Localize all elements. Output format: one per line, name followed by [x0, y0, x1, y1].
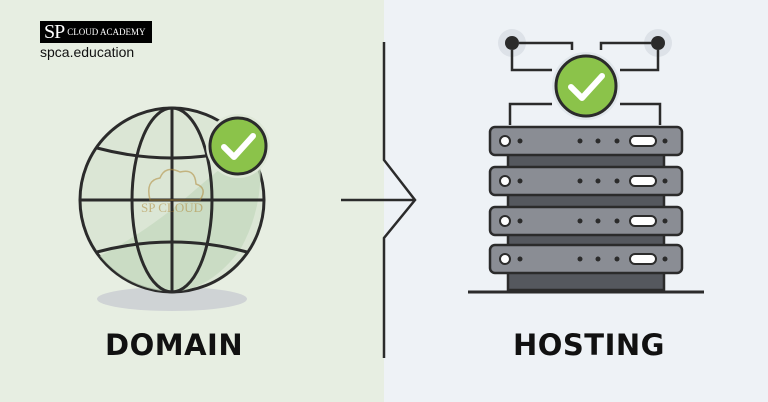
logo-name: CLOUD ACADEMY — [67, 21, 152, 43]
server-unit — [488, 125, 684, 157]
network-connectors — [498, 29, 672, 125]
svg-text:SP CLOUD: SP CLOUD — [141, 200, 203, 215]
server-unit — [488, 205, 684, 237]
domain-check-icon — [206, 114, 270, 178]
server-rack-icon — [468, 125, 704, 294]
server-unit — [488, 243, 684, 275]
brand-logo: SP CLOUD ACADEMY — [40, 21, 152, 43]
divider-arrow — [341, 42, 417, 358]
domain-label: DOMAIN — [105, 328, 244, 362]
brand-url: spca.education — [40, 44, 135, 60]
logo-initials: SP — [40, 21, 68, 43]
hosting-label: HOSTING — [513, 328, 665, 362]
server-unit — [488, 165, 684, 197]
hosting-check-icon — [552, 52, 620, 120]
